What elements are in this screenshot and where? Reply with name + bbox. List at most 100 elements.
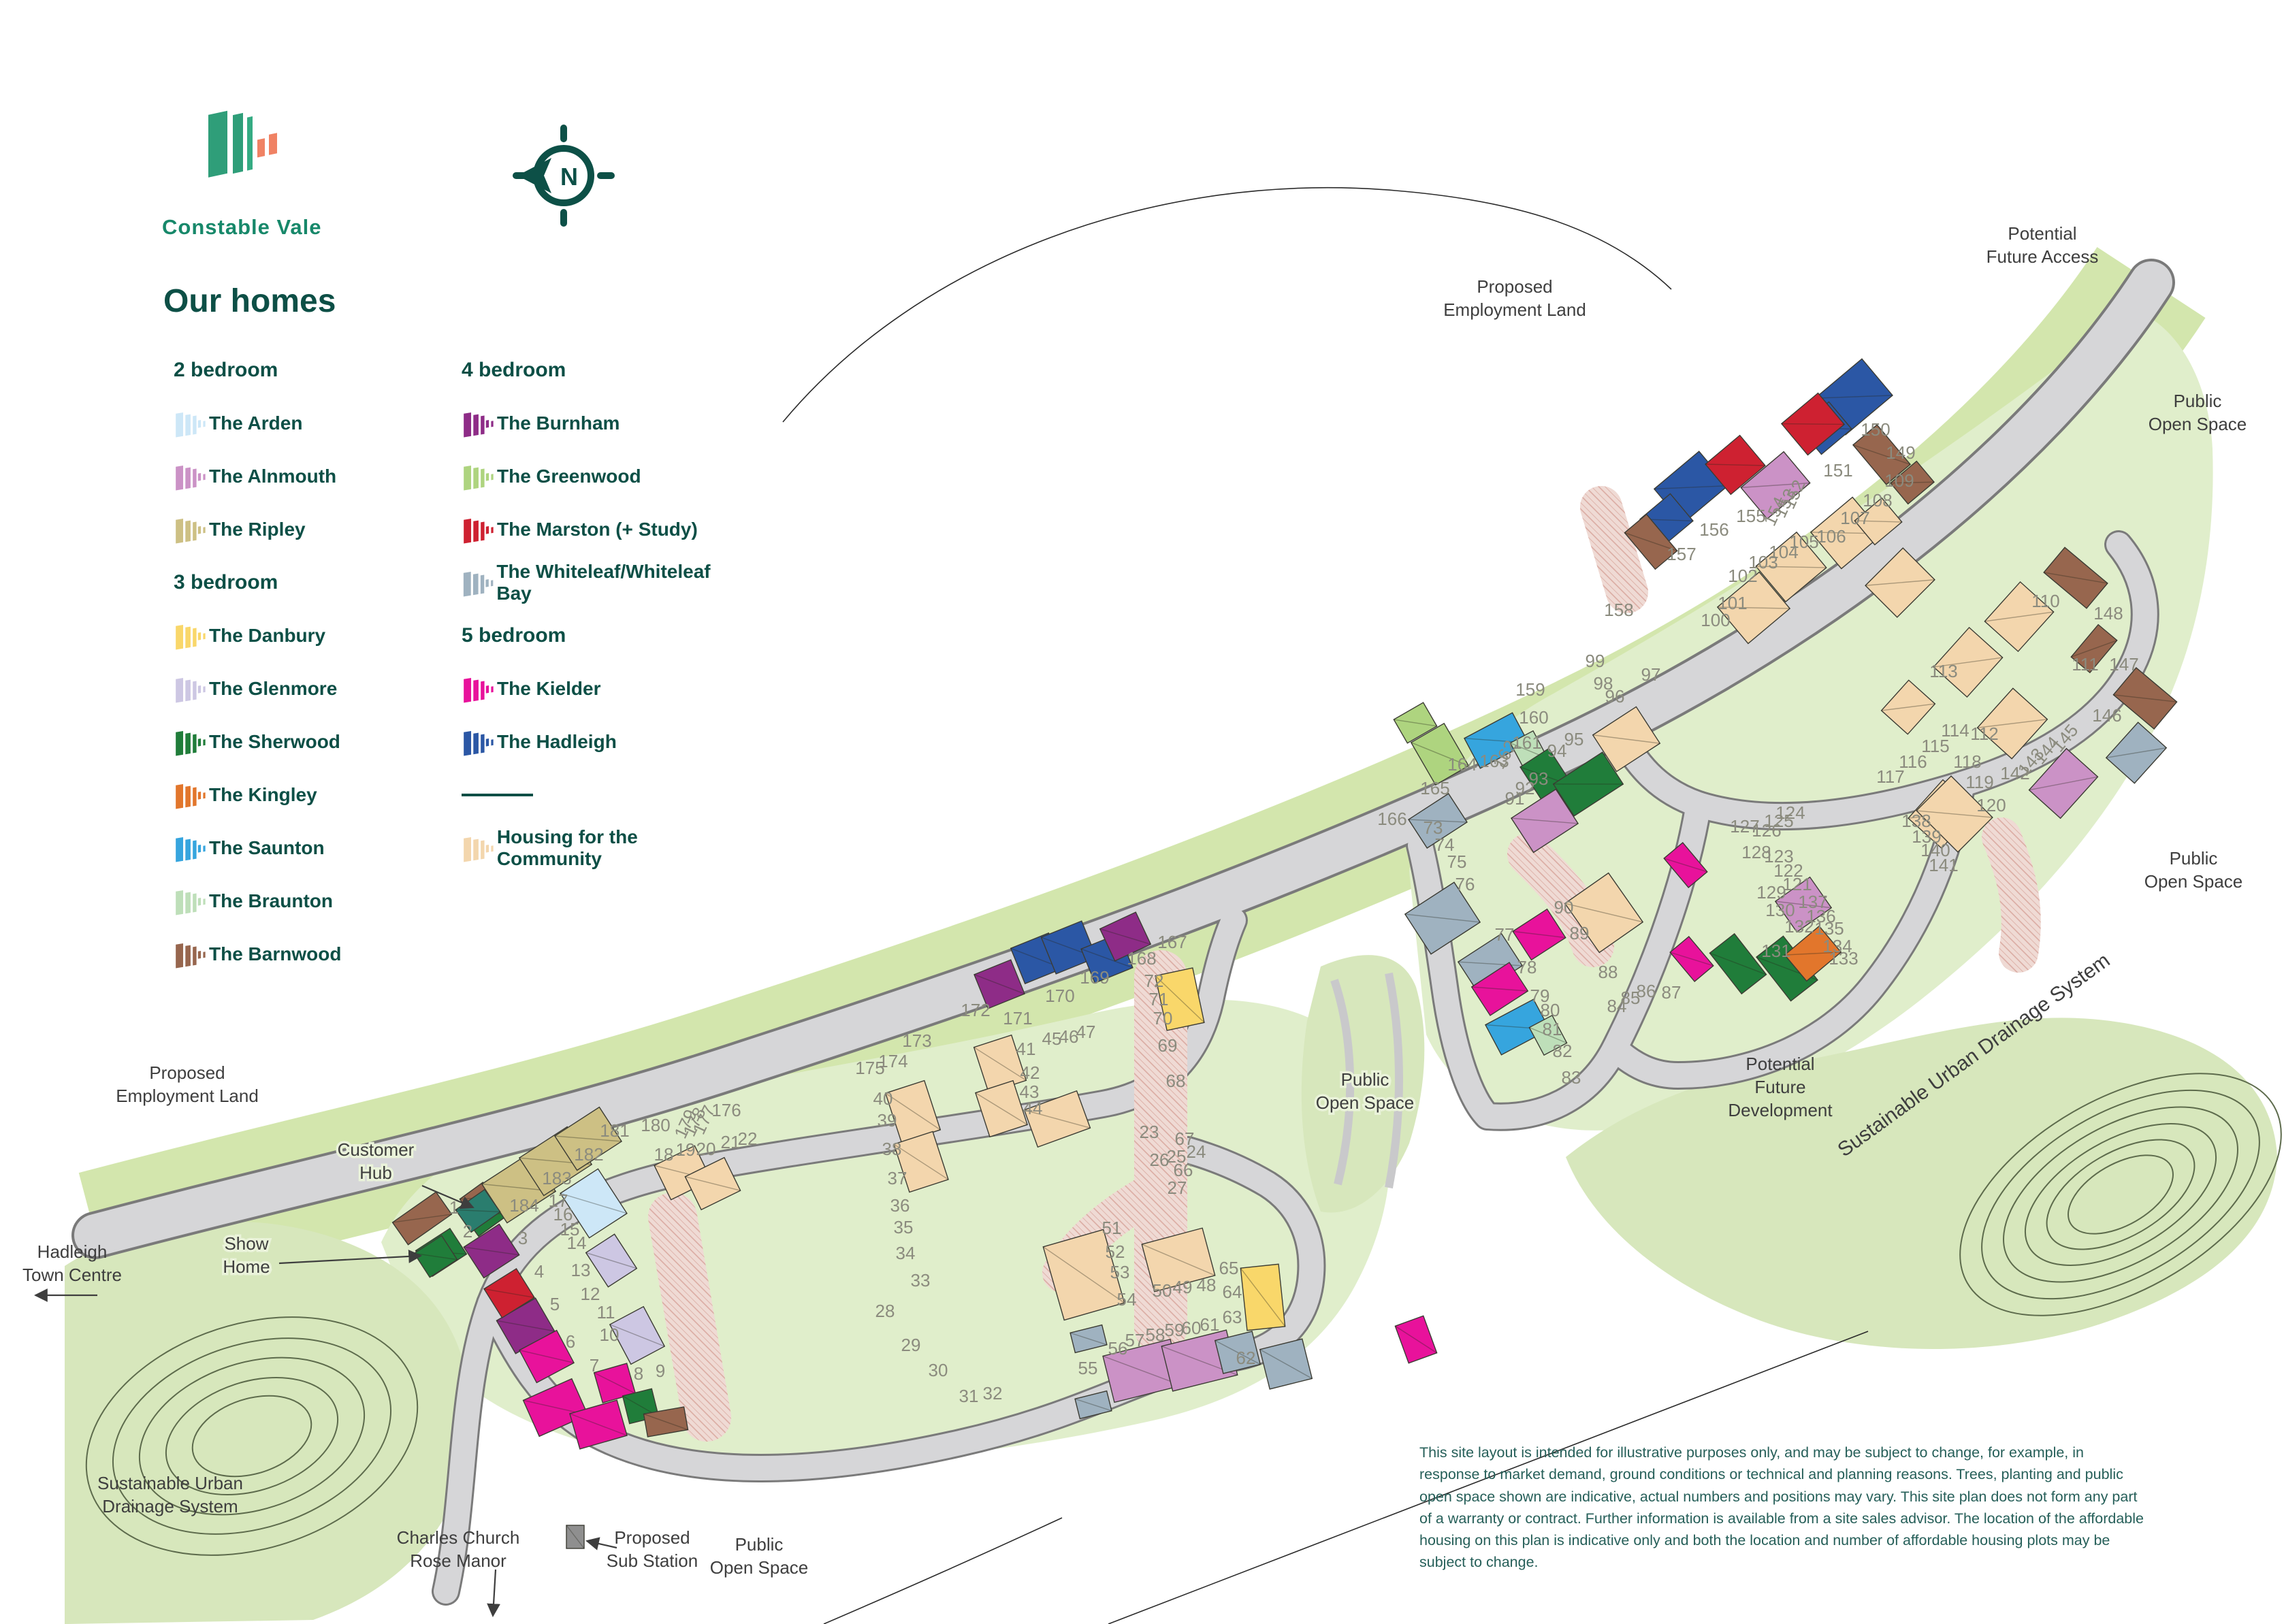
plot-number: 52	[1106, 1241, 1125, 1262]
house-block-kielder	[519, 1329, 575, 1384]
plot-number: 155	[1736, 506, 1765, 526]
house-block-burnham	[974, 959, 1025, 1009]
svg-text:Hadleigh: Hadleigh	[37, 1241, 108, 1262]
svg-text:Public: Public	[735, 1534, 784, 1555]
plot-number: 147	[2109, 654, 2138, 675]
plot-number: 2	[463, 1221, 472, 1241]
plot-number: 173	[902, 1030, 931, 1051]
house-block-barnwood	[1890, 460, 1935, 505]
plot-number: 77	[1495, 924, 1515, 945]
plot-number: 10	[600, 1325, 620, 1345]
plot-number: 78	[1517, 957, 1537, 977]
svg-text:Development: Development	[1728, 1100, 1833, 1120]
legend-item: The Whiteleaf/Whiteleaf Bay	[462, 556, 747, 609]
house-block-barnwood	[2070, 623, 2118, 674]
plot-number: 136	[1806, 906, 1835, 926]
house-block-kingley	[1784, 925, 1842, 982]
plot-number: 75	[1447, 851, 1467, 872]
house-type-icon	[176, 412, 206, 438]
plot-number: 109	[1884, 470, 1914, 491]
plot-number: 61	[1200, 1314, 1220, 1335]
legend-item-label: The Whiteleaf/Whiteleaf Bay	[496, 561, 711, 604]
house-block-community	[1933, 626, 2004, 698]
plot-number: 168	[1127, 948, 1156, 969]
svg-text:Rose Manor: Rose Manor	[410, 1550, 506, 1571]
house-block-kielder	[1663, 841, 1708, 889]
house-block-alnmouth	[1102, 1338, 1183, 1403]
house-block-burnham	[1099, 911, 1152, 962]
legend-item: The Saunton	[174, 822, 460, 875]
plot-number: 27	[1168, 1178, 1187, 1198]
house-type-icon	[463, 571, 494, 597]
house-type-icon	[176, 837, 206, 862]
plot-number: 88	[1598, 962, 1618, 982]
legend-separator	[462, 768, 747, 822]
plot-number: 46	[1059, 1026, 1079, 1047]
house-block-marston	[1705, 434, 1766, 496]
plot-number: 16	[553, 1204, 573, 1224]
plot-number: 40	[873, 1088, 893, 1109]
house-block-ripley	[553, 1106, 623, 1171]
plot-number: 79	[1530, 986, 1550, 1006]
house-block-whiteleaf	[1074, 1390, 1112, 1420]
house-block-greenwood	[1410, 722, 1470, 786]
plot-number: 182	[574, 1144, 603, 1165]
svg-text:Potential: Potential	[2008, 223, 2076, 244]
plot-number: 8	[634, 1363, 643, 1384]
house-type-icon	[176, 730, 206, 756]
plot-number: 123	[1764, 846, 1793, 866]
plot-number: 3	[518, 1228, 528, 1248]
svg-text:Sustainable Urban: Sustainable Urban	[97, 1473, 243, 1493]
plot-number: 128	[1741, 842, 1771, 862]
plot-number: 156	[1699, 519, 1728, 540]
plot-number: 62	[1236, 1348, 1256, 1368]
house-type-icon	[176, 624, 206, 650]
house-type-icon	[464, 465, 494, 491]
plot-number: 21	[721, 1132, 741, 1152]
svg-text:Public: Public	[2170, 848, 2218, 868]
legend-item: The Alnmouth	[174, 450, 460, 503]
legend-item: The Marston (+ Study)	[462, 503, 747, 556]
plot-number: 121	[1782, 874, 1812, 894]
house-block-sherwood	[413, 1235, 458, 1278]
plot-number: 175	[855, 1058, 884, 1078]
legend-item-label: The Barnwood	[209, 943, 342, 964]
suds-left-land	[65, 1221, 471, 1624]
house-block-kielder	[1512, 908, 1566, 961]
plot-number: 169	[1080, 967, 1109, 988]
plot-number: 85	[1621, 988, 1641, 1008]
house-type-icon	[464, 412, 494, 438]
pointer-arrow	[487, 1569, 500, 1617]
svg-text:Public: Public	[1341, 1069, 1389, 1090]
plot-number: 33	[911, 1270, 931, 1290]
house-block-braunton	[1528, 1014, 1568, 1056]
plot-number: 99	[1586, 651, 1605, 671]
plot-number: 36	[890, 1195, 910, 1216]
plot-number: 23	[1140, 1122, 1159, 1142]
house-block-greenwood	[1393, 702, 1438, 744]
plot-number: 130	[1765, 900, 1795, 920]
svg-text:Town Centre: Town Centre	[22, 1265, 122, 1285]
plot-number: 151	[1823, 460, 1852, 481]
house-block-kielder	[1669, 935, 1714, 983]
house-block-community	[1984, 581, 2055, 653]
legend-item-label: The Braunton	[209, 890, 333, 911]
plot-number: 117	[1876, 766, 1904, 787]
plot-number: 69	[1158, 1035, 1178, 1056]
plot-number: 165	[1420, 778, 1449, 798]
plot-number: 44	[1023, 1098, 1043, 1118]
svg-text:Open Space: Open Space	[2144, 871, 2243, 892]
house-block-barnwood	[1852, 424, 1912, 485]
plot-number: 74	[1435, 834, 1455, 855]
plot-number: 37	[888, 1168, 907, 1188]
house-block-whiteleaf	[1259, 1338, 1313, 1390]
svg-text:Potential: Potential	[1746, 1054, 1814, 1074]
plot-number: 114	[1941, 720, 1969, 741]
